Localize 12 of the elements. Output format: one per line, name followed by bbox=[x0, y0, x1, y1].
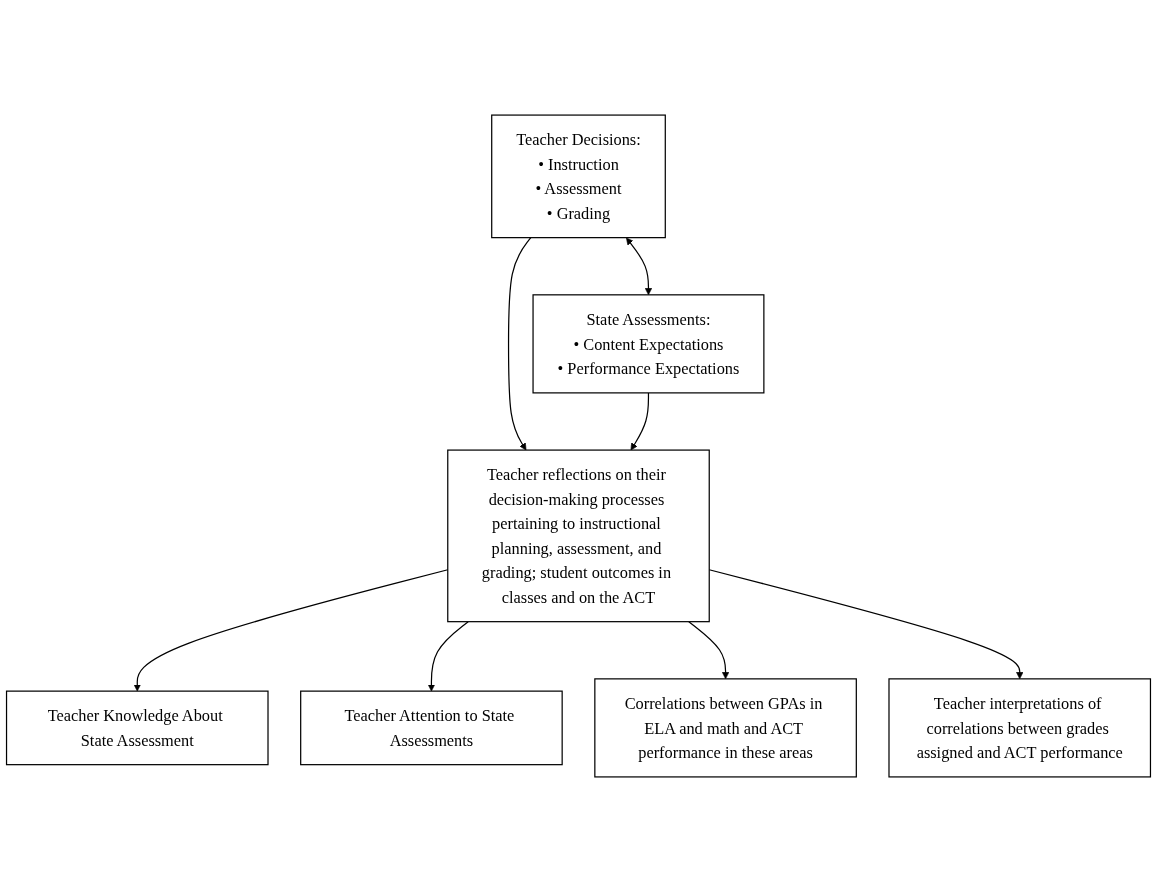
arrow bbox=[507, 237, 532, 451]
node-box: State Assessments: • Content Expectations • Performance Expectations bbox=[532, 294, 765, 394]
arrow bbox=[688, 621, 730, 680]
arrow bbox=[427, 621, 469, 692]
node-box: Teacher Knowledge About State Assessment bbox=[5, 690, 269, 766]
node-box: Teacher Attention to State Assessments bbox=[300, 690, 563, 766]
arrow bbox=[626, 237, 653, 296]
node-box: Teacher Decisions: • Instruction • Assessment • Grading bbox=[491, 114, 666, 239]
node-box: Teacher reflections on their decision-making processes pertaining to instructional planning, assessment, and grading; student outcomes in classes and on the ACT bbox=[447, 449, 710, 623]
node-box: Teacher interpretations of correlations between grades assigned and ACT performance bbox=[888, 678, 1152, 778]
arrow bbox=[630, 392, 650, 451]
node-box: Correlations between GPAs in ELA and math and ACT performance in these areas bbox=[594, 678, 857, 778]
